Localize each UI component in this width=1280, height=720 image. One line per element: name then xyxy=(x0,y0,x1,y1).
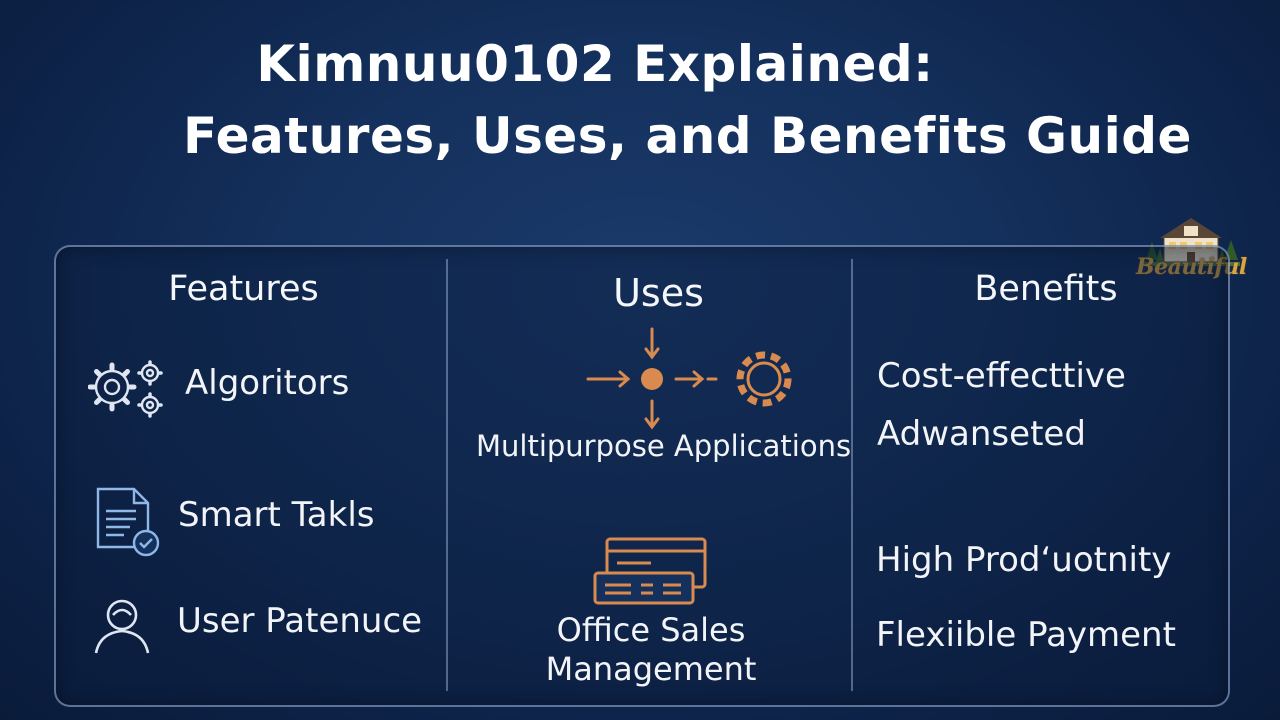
use-label: Office Sales Management xyxy=(545,611,757,688)
flow-gear-icon xyxy=(586,327,792,430)
stacked-windows-icon xyxy=(593,537,707,605)
features-heading: Features xyxy=(168,269,319,309)
page-title: Kimnuu0102 Explained: Features, Uses, an… xyxy=(0,28,1280,172)
uses-heading: Uses xyxy=(613,271,704,315)
title-line-1: Kimnuu0102 Explained: xyxy=(256,35,934,93)
user-icon xyxy=(94,599,150,654)
feature-label: User Patenuce xyxy=(177,601,423,641)
benefit-label: Cost-effecttive xyxy=(877,356,1126,396)
feature-label: Algoritors xyxy=(185,363,350,403)
title-line-2: Features, Uses, and Benefits Guide xyxy=(183,107,1192,165)
column-divider xyxy=(851,259,853,691)
feature-label: Smart Takls xyxy=(178,495,375,535)
benefits-heading: Benefits xyxy=(974,269,1118,309)
content-panel: Features Algoritors xyxy=(54,245,1230,707)
use-label: Multipurpose Applications xyxy=(476,429,852,463)
benefit-label: Adwanseted xyxy=(877,414,1086,454)
benefit-label: Flexiible Payment xyxy=(876,615,1176,655)
column-divider xyxy=(446,259,448,691)
gears-icon xyxy=(88,360,163,418)
benefit-label: High Prodʻuotnity xyxy=(876,540,1172,580)
document-check-icon xyxy=(96,487,160,557)
